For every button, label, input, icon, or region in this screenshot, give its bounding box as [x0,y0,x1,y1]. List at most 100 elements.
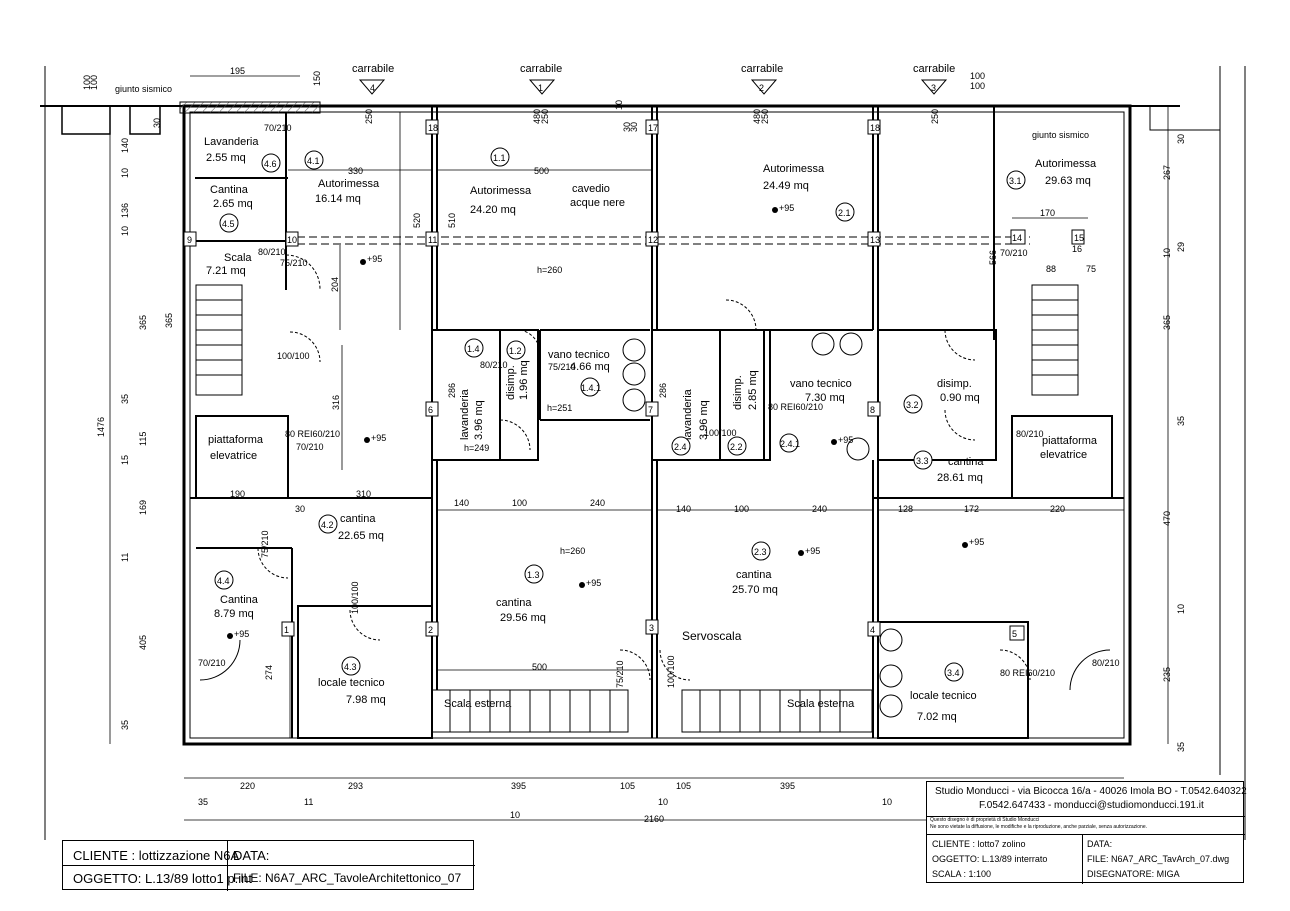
r-cantina-44-name: Cantina [220,594,259,606]
dim-inner-26: 500 [532,662,547,672]
door-size-3: 75/210 [280,258,308,268]
dim-top-12: 250 [760,109,770,124]
dim-bottom-9: 10 [658,797,668,807]
column-number-19: 16 [1072,244,1082,254]
ramp-number-3: 2 [759,83,764,93]
dim-inner-10: 286 [658,383,668,398]
door-size-13: 75/210 [260,530,270,558]
r-autorimessa-41-code: 4.1 [307,156,320,166]
dim-right-10: 35 [1176,742,1186,752]
dim-bottom-1: 220 [240,781,255,791]
r-autorimessa-11-code: 1.1 [493,153,506,163]
column-number-8: 6 [428,405,433,415]
level-label-7: +95 [969,537,984,547]
r-lavanderia-14-code-ring [464,338,484,358]
object-value: OGGETTO: L.13/89 interrato [932,854,1048,864]
r-lavanderia-14-code: 1.4 [467,344,480,354]
dim-inner-18: 100 [512,498,527,508]
r-autorimessa-41-area: 16.14 mq [315,193,361,205]
dim-inner-17: 140 [454,498,469,508]
door-size-6: 70/210 [296,442,324,452]
r-cantina-44-code-ring [214,570,234,590]
door-size-19: 100/100 [666,655,676,688]
dim-bottom-7: 35 [198,797,208,807]
r-disimp-12-code: 1.2 [509,346,522,356]
r-piatt-left-name-2: elevatrice [210,450,257,462]
dim-inner-19: 240 [590,498,605,508]
dim-inner-11: 170 [1040,208,1055,218]
r-disimp-12-name: disimp. [505,365,517,400]
r-lavanderia-14-area: 3.96 mq [473,400,485,440]
client-value: CLIENTE : lotto7 zolino [932,839,1026,849]
r-cantina-33-code-ring [913,450,933,470]
dim-left-11: 11 [120,553,130,562]
r-autorimessa-21-area: 24.49 mq [763,180,809,192]
carrabile-label-1: carrabile [352,63,394,75]
dim-inner-4: 510 [447,213,457,228]
dim-inner-1: 330 [348,166,363,176]
dim-inner-16: 30 [295,504,305,514]
dim-inner-6: 204 [330,277,340,292]
r-cantina-23-code: 2.3 [754,547,767,557]
r-vano-141-area: 4.66 mq [570,361,610,373]
column-number-13: 3 [649,623,654,633]
r-autorimessa-31-code: 3.1 [1009,176,1022,186]
r-cantina-13-code-ring [524,564,544,584]
dim-left-12: 405 [138,635,148,650]
dim-bottom-4: 105 [620,781,635,791]
r-cantina-45-name: Cantina [210,184,249,196]
disclaimer-line-1: Questo disegno è di proprietà di Studio … [930,817,1040,823]
dim-bottom-8: 11 [304,797,313,807]
dim-bottom-3: 395 [511,781,526,791]
dim-left-1: 1476 [96,417,106,437]
scale-value: SCALA : 1:100 [932,869,992,879]
studio-line-2: F.0542.647433 - monducci@studiomonducci.… [979,800,1204,811]
r-scala-area: 7.21 mq [206,265,246,277]
column-number-6: 13 [870,235,880,245]
dim-top-11: 480 [752,109,762,124]
dim-right-8: 10 [1176,604,1186,614]
dim-top-14: 30 [622,122,632,132]
dim-left-4: 136 [120,203,130,218]
dim-top-16: 30 [629,122,639,132]
level-label-5: +95 [586,578,601,588]
cavedio-label-2: acque nere [570,197,625,209]
r-disimp-32-name: disimp. [937,378,972,390]
dim-top-2: 150 [312,71,322,86]
ceiling-height-1: h=260 [537,265,562,275]
dim-top-7: 30 [152,118,162,128]
r-disimp-32-area: 0.90 mq [940,392,980,404]
disclaimer-line-2: Ne sono vietate la diffusione, le modifi… [930,824,1147,830]
r-cantina-23-code-ring [751,541,771,561]
r-locale-43-code: 4.3 [344,662,357,672]
door-size-9: 100/100 [704,428,737,438]
dim-inner-2: 500 [534,166,549,176]
dim-inner-24: 172 [964,504,979,514]
r-autorimessa-11-code-ring [490,147,510,167]
dim-bottom-5: 105 [676,781,691,791]
file-value: FILE: N6A7_ARC_TavArch_07.dwg [1087,854,1230,864]
dim-top-4: 100 [89,75,99,90]
r-vano-141-code: 1.4.1 [581,383,601,393]
door-size-4: 100/100 [277,351,310,361]
r-scala-name: Scala [224,252,252,264]
dim-inner-22: 240 [812,504,827,514]
r-autorimessa-11-name: Autorimessa [470,185,532,197]
ceiling-height-2: h=260 [560,546,585,556]
stairs-exterior-right [681,689,873,733]
dim-right-4: 10 [1162,248,1172,258]
r-disimp-32-code-ring [903,394,923,414]
r-cantina-44-code: 4.4 [217,576,230,586]
door-size-16: 70/210 [198,658,226,668]
level-label-6: +95 [805,546,820,556]
dim-top-5: 100 [970,71,985,81]
dim-right-7: 470 [1162,511,1172,526]
servoscala-label: Servoscala [682,629,742,643]
dim-left-9: 15 [120,455,130,465]
dim-right-5: 365 [1162,315,1172,330]
dim-left-5: 10 [120,226,130,236]
ceiling-height-4: h=249 [464,443,489,453]
column-number-17: 10 [287,235,297,245]
r-cantina-13-name: cantina [496,597,532,609]
r-vano-141-name: vano tecnico [548,349,610,361]
